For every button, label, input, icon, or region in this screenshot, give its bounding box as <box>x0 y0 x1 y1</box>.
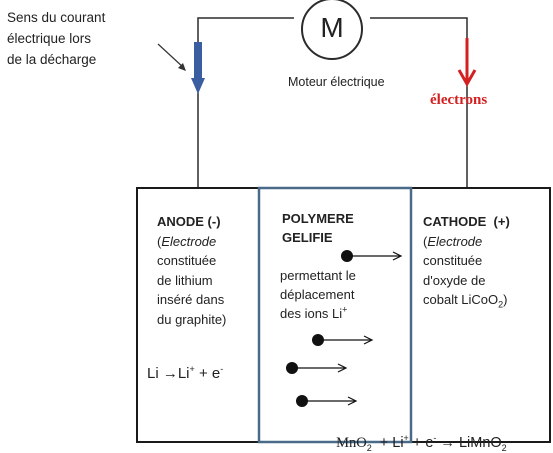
ion-arrow-2 <box>312 334 374 346</box>
circuit-wire-right <box>370 17 468 188</box>
ion-arrow-1 <box>341 250 403 262</box>
cathode-title: CATHODE (+) <box>423 214 510 229</box>
anode-title: ANODE (-) <box>157 214 221 229</box>
anode-line-1: (Electrode <box>157 233 217 249</box>
motor-symbol <box>301 0 363 60</box>
current-arrow-head <box>191 78 205 94</box>
anode-line-2: constituée <box>157 253 217 268</box>
cathode-reaction: MnO2 + Li+ + e- → LiMnO2 <box>336 433 507 453</box>
polymer-description: permettant le déplacement des ions Li+ <box>280 266 356 323</box>
current-label-line-1: Sens du courant <box>7 10 106 25</box>
current-arrow-shaft <box>194 42 202 80</box>
polymer-line-1: permettant le <box>280 268 356 283</box>
polymer-title: POLYMERE GELIFIE <box>282 209 354 247</box>
circuit-wire-left <box>197 17 294 188</box>
anode-line-3: de lithium <box>157 272 213 288</box>
cathode-line-4: cobalt LiCoO2) <box>423 292 508 310</box>
anode-line-4: inséré dans <box>157 292 225 307</box>
current-label-line-2: électrique lors <box>7 31 92 46</box>
polymer-compartment <box>257 186 413 444</box>
cathode-text: CATHODE (+) (Electrode constituée d'oxyd… <box>423 212 510 310</box>
anode-reaction: Li →Li+ + e- <box>147 364 224 383</box>
motor-label: Moteur électrique <box>288 75 385 89</box>
electrons-label: électrons <box>430 92 488 108</box>
motor-letter: M <box>320 12 344 43</box>
cathode-line-2: constituée <box>423 253 483 268</box>
electron-arrow-head <box>457 69 477 88</box>
cathode-line-3: d'oxyde de <box>423 272 486 288</box>
anode-line-5: du graphite) <box>157 311 227 327</box>
current-label-line-3: de la décharge <box>7 52 97 67</box>
ion-arrow-3 <box>286 362 348 374</box>
polymer-line-2: déplacement <box>280 287 355 302</box>
ion-arrow-4 <box>296 395 358 407</box>
current-direction-label: Sens du courant électrique lors de la dé… <box>7 7 105 70</box>
anode-text: ANODE (-) (Electrode constituée de lithi… <box>157 212 226 329</box>
annotation-pointer <box>157 43 185 69</box>
cathode-line-1: (Electrode <box>423 233 483 249</box>
polymer-title-line-2: GELIFIE <box>282 230 333 245</box>
annotation-pointer-head <box>178 63 186 71</box>
polymer-title-line-1: POLYMERE <box>282 211 354 226</box>
polymer-line-3: des ions Li+ <box>280 304 348 321</box>
